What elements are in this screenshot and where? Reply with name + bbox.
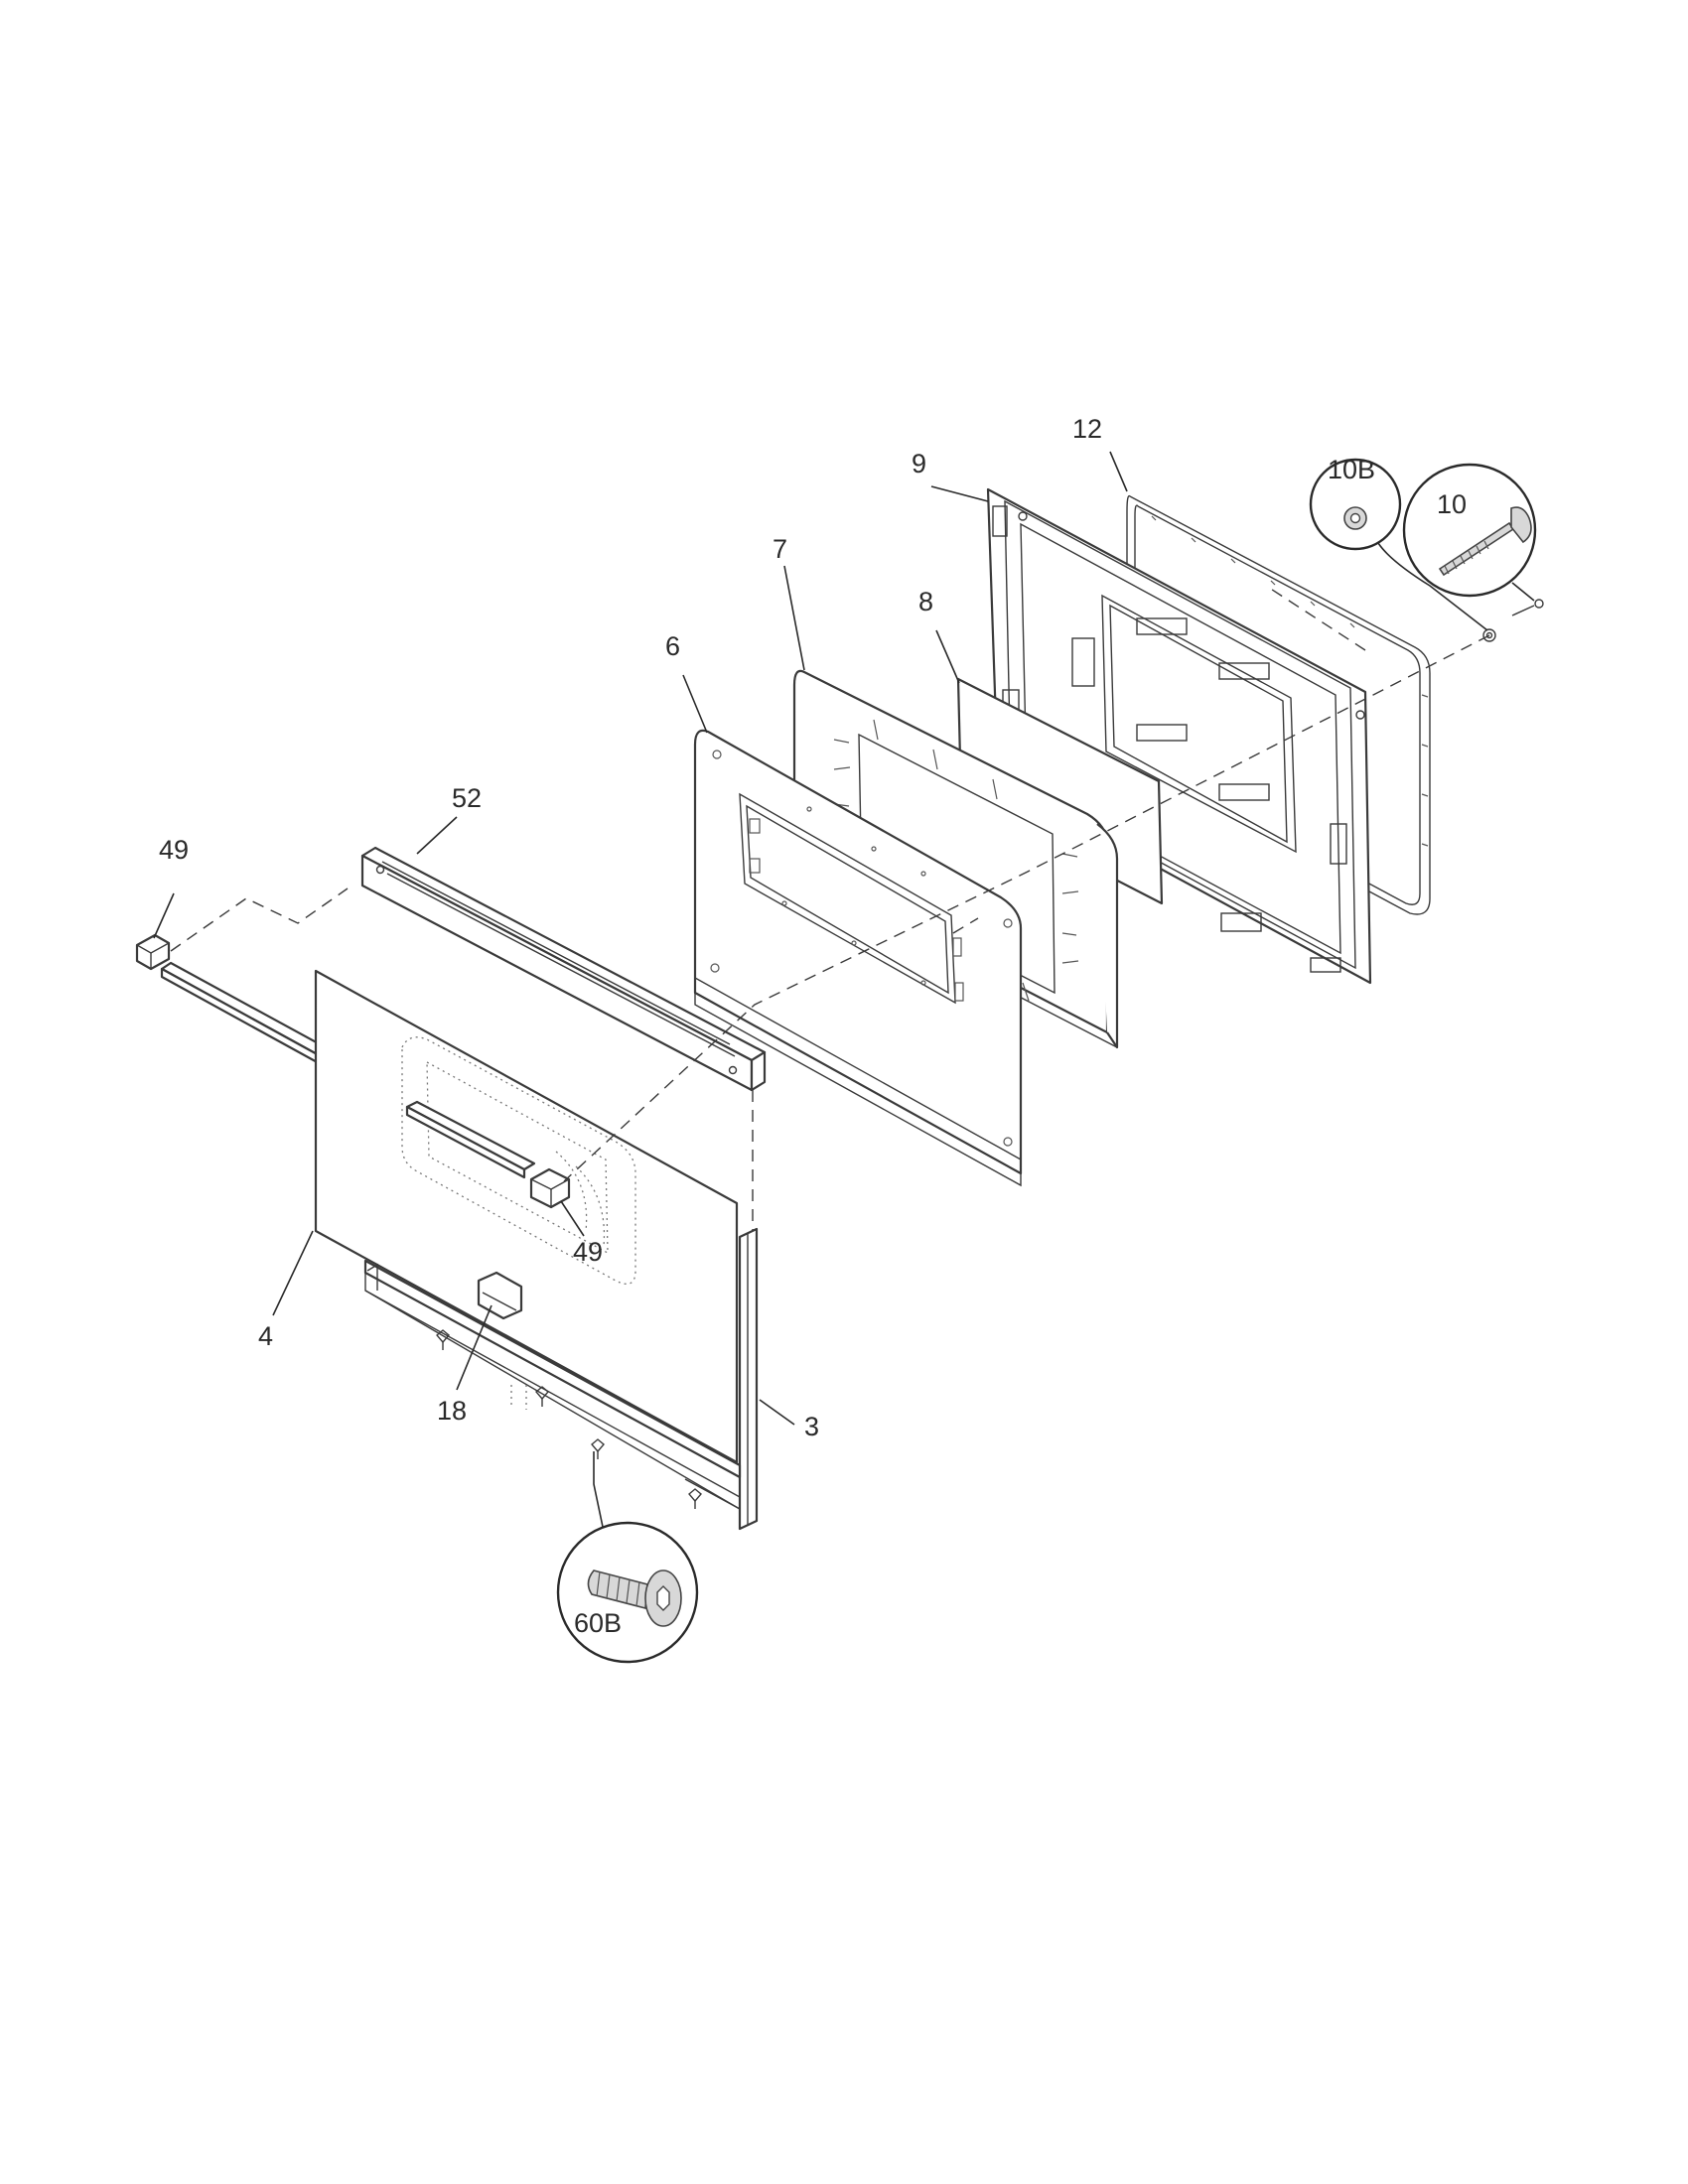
callout-4: 4 [258,1321,273,1351]
part-10b-washer-small[interactable] [1482,628,1496,642]
callout-12: 12 [1072,414,1102,444]
callout-labels: 12 9 7 8 6 52 49 49 4 18 3 10B 10 60B [159,414,1467,1638]
screw-fasteners [436,1329,702,1509]
callout-49-top: 49 [159,835,189,865]
callout-6: 6 [665,631,680,661]
callout-8: 8 [918,587,933,616]
callout-9: 9 [912,449,926,478]
part-52-top-trim[interactable] [360,846,767,1092]
detail-circle-10 [1402,463,1537,602]
part-6-door-liner[interactable] [693,729,1023,1187]
leader-lines [153,451,1128,1426]
callout-18: 18 [437,1396,467,1426]
detail-circle-10b [1309,458,1488,631]
callout-3: 3 [804,1412,819,1441]
part-18-label[interactable] [477,1271,523,1320]
part-49-end-cap-left[interactable] [135,933,171,971]
part-9-inner-panel[interactable] [986,487,1372,985]
callout-52: 52 [452,783,482,813]
part-3-door-frame[interactable] [363,1227,759,1531]
assembly-lines [170,585,1490,1231]
callout-60b: 60B [574,1608,622,1638]
callout-10: 10 [1437,489,1467,519]
part-49-end-cap-right[interactable] [529,1167,571,1209]
part-12-gasket[interactable] [1126,494,1431,915]
part-4-outer-glass[interactable] [314,969,739,1464]
part-10-screw-small[interactable] [1511,599,1544,616]
detail-circle-60b [556,1451,699,1664]
callout-7: 7 [773,534,787,564]
callout-49-bottom: 49 [573,1237,603,1267]
callout-10b: 10B [1328,455,1375,484]
